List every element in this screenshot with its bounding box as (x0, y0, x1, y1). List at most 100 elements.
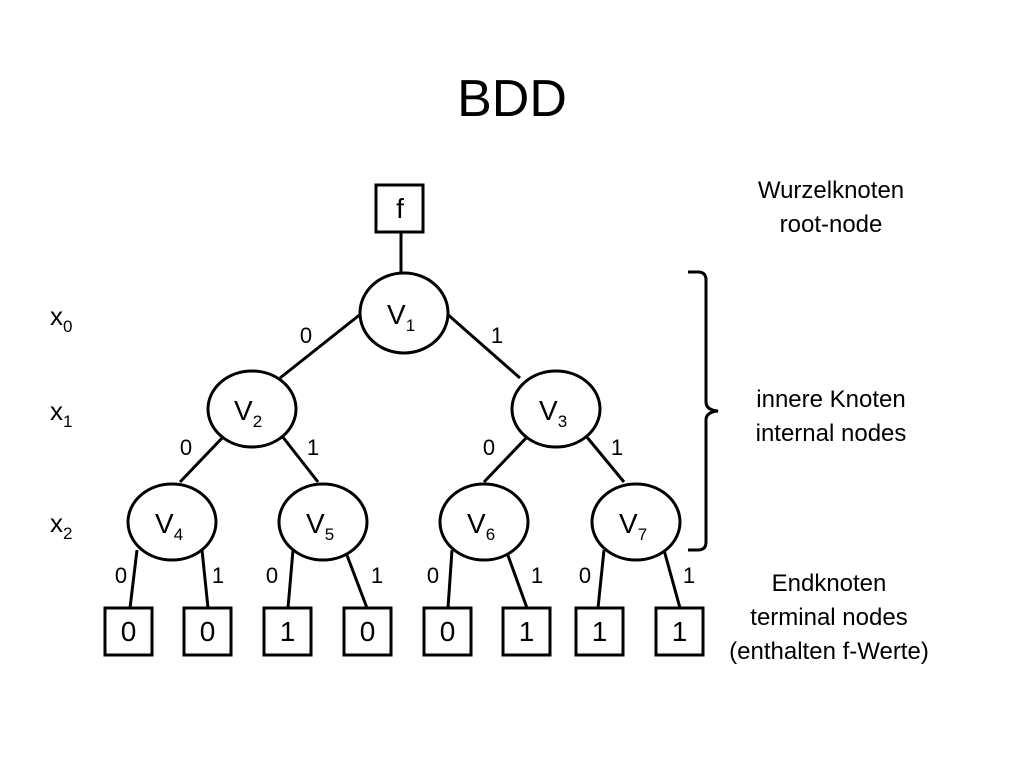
node-ellipse (590, 482, 682, 562)
node-ellipse (510, 369, 602, 449)
edge-label-v5-low: 0 (266, 563, 278, 588)
edge-v2-v4 (178, 434, 226, 484)
edge-v5-t3 (286, 549, 295, 609)
terminal-value: 1 (592, 616, 608, 647)
edge-label-v2-high: 1 (307, 435, 319, 460)
edge-label-v7-low: 0 (579, 563, 591, 588)
terminal-value: 0 (360, 616, 376, 647)
terminal-node-4: 0 (342, 606, 393, 657)
node-label: V5 (306, 508, 334, 544)
decision-node-v7: V7 (590, 482, 682, 562)
edge-v4-t2 (200, 549, 210, 609)
decision-node-v1: V1 (358, 271, 450, 355)
node-ellipse (438, 482, 530, 562)
node-subscript: 4 (174, 525, 183, 544)
decision-node-v2: V2 (206, 369, 298, 449)
annotation-internal-en: internal nodes (756, 420, 907, 447)
annotation-terminal-en: terminal nodes (750, 604, 907, 631)
terminal-box (574, 606, 625, 657)
terminal-box (654, 606, 705, 657)
variable-labels: x0 x1 x2 (50, 301, 72, 543)
terminal-value: 1 (672, 616, 688, 647)
edge-v4-t1 (128, 549, 139, 609)
annotations: Wurzelknoten root-node innere Knoten int… (729, 177, 929, 665)
annotation-root-de: Wurzelknoten (758, 177, 904, 204)
node-subscript: 7 (638, 525, 647, 544)
terminal-box (103, 606, 154, 657)
edge-label-v1-low: 0 (300, 323, 312, 348)
node-subscript: 2 (253, 412, 262, 431)
decision-node-v6: V6 (438, 482, 530, 562)
variable-subscript: 0 (63, 317, 72, 336)
node-label: V3 (539, 395, 567, 431)
edge-label-v3-low: 0 (483, 435, 495, 460)
node-ellipse (358, 271, 450, 355)
edge-v3-v7 (584, 435, 626, 483)
edge-label-v5-high: 1 (371, 563, 383, 588)
variable-subscript: 2 (63, 524, 72, 543)
edge-label-v6-low: 0 (427, 563, 439, 588)
terminal-value: 1 (280, 616, 296, 647)
node-subscript: 1 (406, 316, 415, 335)
annotation-terminal-note: (enthalten f-Werte) (729, 638, 929, 665)
node-subscript: 6 (486, 525, 495, 544)
annotation-terminal-de: Endknoten (772, 570, 887, 597)
node-letter: V (234, 395, 253, 426)
edge-v5-t4 (343, 549, 369, 609)
decision-node-v3: V3 (510, 369, 602, 449)
edge-label-v6-high: 1 (531, 563, 543, 588)
node-letter: V (539, 395, 558, 426)
terminal-box (501, 606, 552, 657)
edge-v7-t8 (662, 549, 682, 609)
edge-v7-t7 (596, 549, 606, 609)
edge-label-v2-low: 0 (180, 435, 192, 460)
variable-letter: x (50, 301, 63, 331)
edge-label-v7-high: 1 (683, 563, 695, 588)
node-letter: V (387, 299, 406, 330)
node-label: V7 (619, 508, 647, 544)
terminal-box (262, 606, 313, 657)
variable-letter: x (50, 396, 63, 426)
annotation-internal-de: innere Knoten (756, 386, 905, 413)
decision-node-v4: V4 (126, 482, 218, 562)
node-label: V1 (387, 299, 415, 335)
terminal-value: 0 (200, 616, 216, 647)
edge-v6-t6 (504, 549, 529, 609)
node-label: V2 (234, 395, 262, 431)
terminal-node-7: 1 (574, 606, 625, 657)
terminal-node-6: 1 (501, 606, 552, 657)
node-letter: V (155, 508, 174, 539)
terminal-value: 1 (519, 616, 535, 647)
edge-v3-v6 (482, 434, 530, 484)
node-letter: V (467, 508, 486, 539)
edge-label-v4-low: 0 (115, 563, 127, 588)
variable-label-x1: x1 (50, 396, 72, 431)
annotation-root-en: root-node (780, 211, 883, 238)
terminal-value: 0 (440, 616, 456, 647)
edge-label-v4-high: 1 (212, 563, 224, 588)
root-label: f (396, 193, 404, 224)
terminal-node-3: 1 (262, 606, 313, 657)
terminal-box (182, 606, 233, 657)
variable-subscript: 1 (63, 412, 72, 431)
node-label: V6 (467, 508, 495, 544)
edge-v1-v2 (279, 311, 363, 380)
decision-node-v5: V5 (277, 482, 369, 562)
terminal-nodes: 0 0 1 0 0 1 1 1 (103, 606, 705, 657)
terminal-box (342, 606, 393, 657)
edge-v6-t5 (446, 549, 454, 609)
terminal-value: 0 (121, 616, 137, 647)
root-box (374, 183, 425, 234)
edge-v1-v3 (445, 311, 521, 380)
edge-labels: 0 1 0 1 0 1 0 1 0 1 0 1 0 1 (115, 323, 695, 588)
node-subscript: 5 (325, 525, 334, 544)
terminal-node-2: 0 (182, 606, 233, 657)
node-ellipse (126, 482, 218, 562)
node-letter: V (619, 508, 638, 539)
node-label: V4 (155, 508, 183, 544)
edges (128, 233, 682, 609)
terminal-box (422, 606, 473, 657)
internal-nodes-brace (688, 270, 719, 552)
